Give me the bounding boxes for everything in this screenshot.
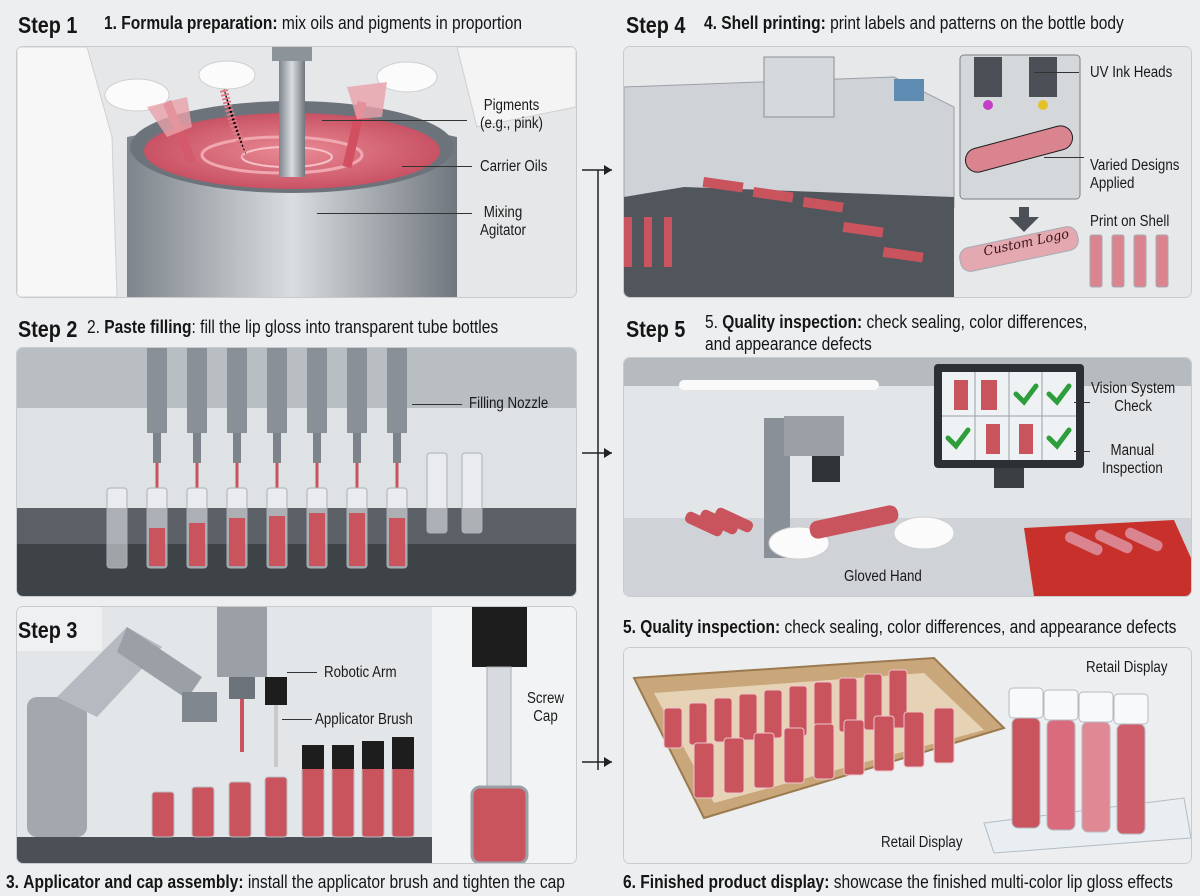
- step-3-name: Applicator and cap assembly:: [23, 871, 244, 892]
- arrow-right-icon: [582, 448, 612, 458]
- checkmark-icon: [945, 383, 1072, 450]
- step-6-desc: showcase the finished multi-color lip gl…: [833, 871, 1173, 892]
- cap-assembly-illustration: [17, 607, 576, 863]
- step-5b-desc: check sealing, color differences, and ap…: [784, 616, 1177, 637]
- callout-print-on-shell: Print on Shell: [1090, 213, 1170, 230]
- callout-retail-display-bottom: Retail Display: [881, 834, 963, 851]
- step-5b-name: Quality inspection:: [640, 616, 781, 637]
- step-5-desc: check sealing, color differences,: [866, 311, 1088, 332]
- step-2-number: 2.: [87, 316, 100, 337]
- step-4-title: 4. Shell printing: print labels and patt…: [704, 12, 1124, 34]
- step-5-label: Step 5: [626, 316, 686, 342]
- callout-retail-display-top: Retail Display: [1086, 659, 1168, 676]
- step-2-name: Paste filling: [104, 316, 192, 337]
- arrow-right-icon: [582, 165, 612, 175]
- step-5-number: 5.: [705, 311, 718, 332]
- step-5b-number: 5.: [623, 616, 636, 637]
- step-1-title: 1. Formula preparation: mix oils and pig…: [104, 12, 522, 34]
- step-5b-title: 5. Quality inspection: check sealing, co…: [623, 616, 1176, 638]
- step-2-desc: : fill the lip gloss into transparent tu…: [191, 316, 499, 337]
- step-6-name: Finished product display:: [640, 871, 830, 892]
- step-5-name: Quality inspection:: [722, 311, 863, 332]
- step-6-title: 6. Finished product display: showcase th…: [623, 871, 1173, 893]
- step-5-desc-2: and appearance defects: [705, 333, 872, 354]
- step-5-title: 5. Quality inspection: check sealing, co…: [705, 311, 1087, 355]
- step-1-label: Step 1: [18, 12, 78, 38]
- step-4-name: Shell printing:: [721, 12, 826, 33]
- arrow-right-icon: [582, 757, 612, 767]
- step-3-title: 3. Applicator and cap assembly: install …: [6, 871, 565, 893]
- step-4-desc: print labels and patterns on the bottle …: [830, 12, 1124, 33]
- quality-inspection-illustration: [624, 358, 1191, 596]
- step-4-label: Step 4: [626, 12, 686, 38]
- step-3-label: Step 3: [18, 617, 78, 643]
- step-1-desc: mix oils and pigments in proportion: [281, 12, 523, 33]
- mixing-tank-illustration: [17, 47, 576, 297]
- step-6-number: 6.: [623, 871, 636, 892]
- step-6-panel: Retail Display Retail Display: [624, 648, 1191, 863]
- step-3-desc: install the applicator brush and tighten…: [247, 871, 565, 892]
- filling-machine-illustration: [17, 348, 576, 596]
- callout-robotic-arm: Robotic Arm: [324, 664, 397, 681]
- step-1-number: 1.: [104, 12, 117, 33]
- step-4-number: 4.: [704, 12, 717, 33]
- step-2-panel: Filling Nozzle: [17, 348, 576, 596]
- retail-display-illustration: [624, 648, 1191, 863]
- step-1-panel: Pigments(e.g., pink) Carrier Oils Mixing…: [17, 47, 576, 297]
- callout-applicator-brush: Applicator Brush: [315, 711, 413, 728]
- step-2-label: Step 2: [18, 316, 78, 342]
- callout-carrier-oils: Carrier Oils: [480, 158, 548, 175]
- step-1-name: Formula preparation:: [121, 12, 278, 33]
- step-2-title: 2. Paste filling: fill the lip gloss int…: [87, 316, 498, 338]
- callout-filling-nozzle: Filling Nozzle: [469, 395, 549, 412]
- shell-printer-illustration: [624, 47, 1191, 297]
- callout-gloved-hand: Gloved Hand: [844, 568, 922, 585]
- flow-connector: [582, 165, 612, 770]
- callout-uv-ink-heads: UV Ink Heads: [1090, 64, 1173, 81]
- callout-pigments: Pigments(e.g., pink): [480, 97, 543, 132]
- step-3-number: 3.: [6, 871, 19, 892]
